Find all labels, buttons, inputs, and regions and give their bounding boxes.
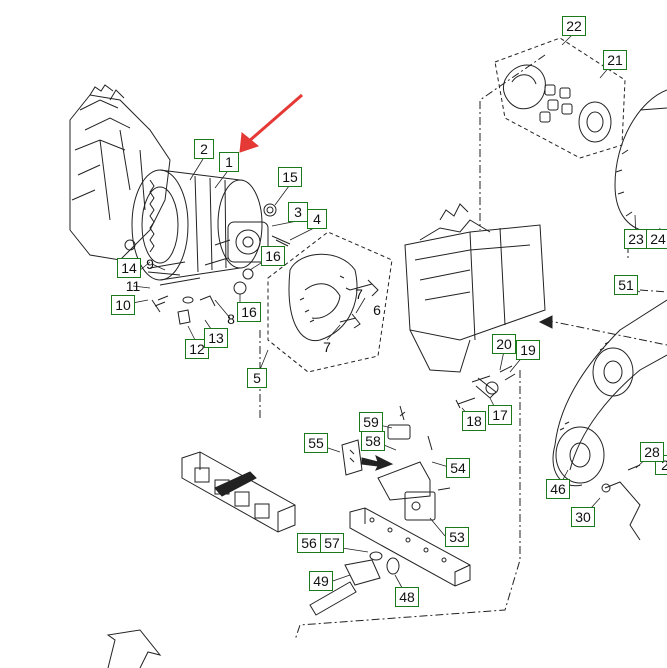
bell-housing [614, 89, 667, 233]
callout-9: 9 [146, 256, 154, 272]
hose-fitting [309, 551, 400, 616]
callout-51: 51 [614, 275, 638, 295]
highlight-arrowhead [239, 132, 260, 153]
callout-7-lower: 7 [323, 339, 331, 355]
callout-18: 18 [462, 411, 486, 431]
highlight-arrow [247, 93, 303, 144]
callout-22: 22 [562, 16, 586, 36]
callout-4: 4 [307, 209, 327, 229]
callout-57: 57 [320, 533, 344, 553]
belt-drive [552, 299, 667, 487]
callout-7-upper: 7 [355, 286, 363, 302]
callout-24: 24 [646, 229, 667, 249]
callout-59: 59 [359, 412, 383, 432]
bolt-set-17-20 [455, 365, 516, 409]
callout-5: 5 [247, 368, 267, 388]
callout-56: 56 [297, 533, 321, 553]
callout-12: 12 [185, 339, 209, 359]
main-frame [404, 203, 546, 373]
direction-arrow [538, 315, 553, 329]
callout-58: 58 [361, 431, 385, 451]
callout-49: 49 [309, 571, 333, 591]
callout-28: 28 [640, 442, 664, 462]
callout-13: 13 [204, 328, 228, 348]
callout-55: 55 [304, 433, 328, 453]
drive-cylinder [131, 169, 263, 281]
callout-48: 48 [395, 587, 419, 607]
callout-11: 11 [125, 278, 141, 294]
callout-6: 6 [373, 302, 381, 318]
callout-1: 1 [219, 152, 239, 172]
callout-21: 21 [603, 50, 627, 70]
callout-20: 20 [492, 334, 516, 354]
callout-46: 46 [546, 479, 570, 499]
manifold-block [349, 507, 471, 587]
callout-23: 23 [624, 229, 648, 249]
left-bolts [124, 239, 216, 325]
guard-plate-group [267, 231, 393, 373]
callout-15: 15 [278, 167, 302, 187]
callout-54: 54 [446, 458, 470, 478]
callout-2: 2 [194, 139, 214, 159]
callout-17: 17 [488, 405, 512, 425]
callout-8: 8 [227, 311, 235, 327]
valve-group [341, 405, 451, 521]
flow-arrow [361, 455, 394, 471]
callout-16-lower: 16 [237, 302, 261, 322]
callout-53: 53 [445, 527, 469, 547]
callout-10: 10 [111, 295, 135, 315]
valve-bank [181, 451, 296, 533]
drive-housing [69, 84, 171, 261]
callout-30: 30 [571, 507, 595, 527]
north-arrow [106, 629, 162, 668]
callout-19: 19 [516, 340, 540, 360]
callout-14: 14 [117, 258, 141, 278]
callout-16-upper: 16 [261, 246, 285, 266]
callout-3: 3 [288, 202, 308, 222]
